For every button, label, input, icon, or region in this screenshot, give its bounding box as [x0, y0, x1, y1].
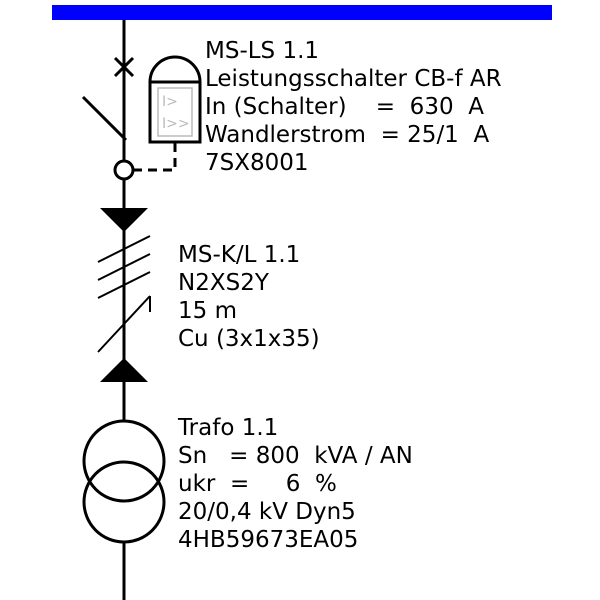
breaker-rated-current: In (Schalter) = 630 A	[205, 94, 484, 120]
cable-hatch-icon	[97, 235, 151, 353]
transformer-name: Trafo 1.1	[177, 415, 278, 441]
transformer-order-number: 4HB59673EA05	[178, 527, 358, 553]
relay-dashed-connection	[133, 142, 177, 172]
cable-cross-section: Cu (3x1x35)	[178, 326, 320, 352]
relay-glyph-overcurrent-fast: I>>	[162, 116, 190, 132]
transformer-icon[interactable]	[82, 419, 166, 544]
transformer-voltage-vector: 20/0,4 kV Dyn5	[178, 499, 356, 525]
breaker-order-number: 7SX8001	[205, 150, 309, 176]
breaker-transformer-current: Wandlerstrom = 25/1 A	[205, 122, 489, 148]
cable-label-group: MS-K/L 1.1 N2XS2Y 15 m Cu (3x1x35)	[178, 242, 320, 352]
transformer-label-group: Trafo 1.1 Sn = 800 kVA / AN ukr = 6 % 20…	[177, 415, 413, 553]
breaker-switch-blade-icon[interactable]	[81, 95, 128, 142]
breaker-type: Leistungsschalter CB-f AR	[205, 66, 502, 92]
busbar[interactable]	[52, 5, 552, 20]
cable-name: MS-K/L 1.1	[178, 242, 300, 268]
cable-length: 15 m	[178, 298, 237, 324]
breaker-name: MS-LS 1.1	[205, 38, 319, 64]
current-transformer-icon[interactable]	[113, 159, 135, 181]
cable-type: N2XS2Y	[178, 270, 270, 296]
cable-end-bottom-icon	[100, 358, 148, 382]
cable-end-top-icon	[100, 208, 148, 232]
transformer-short-circuit-voltage: ukr = 6 %	[178, 471, 337, 497]
breaker-label-group: MS-LS 1.1 Leistungsschalter CB-f AR In (…	[205, 38, 502, 176]
relay-glyph-overcurrent: I>	[162, 94, 178, 110]
protection-relay-icon[interactable]: I> I>>	[148, 55, 202, 144]
disconnector-cross-icon[interactable]	[113, 56, 135, 78]
transformer-rated-power: Sn = 800 kVA / AN	[178, 443, 413, 469]
